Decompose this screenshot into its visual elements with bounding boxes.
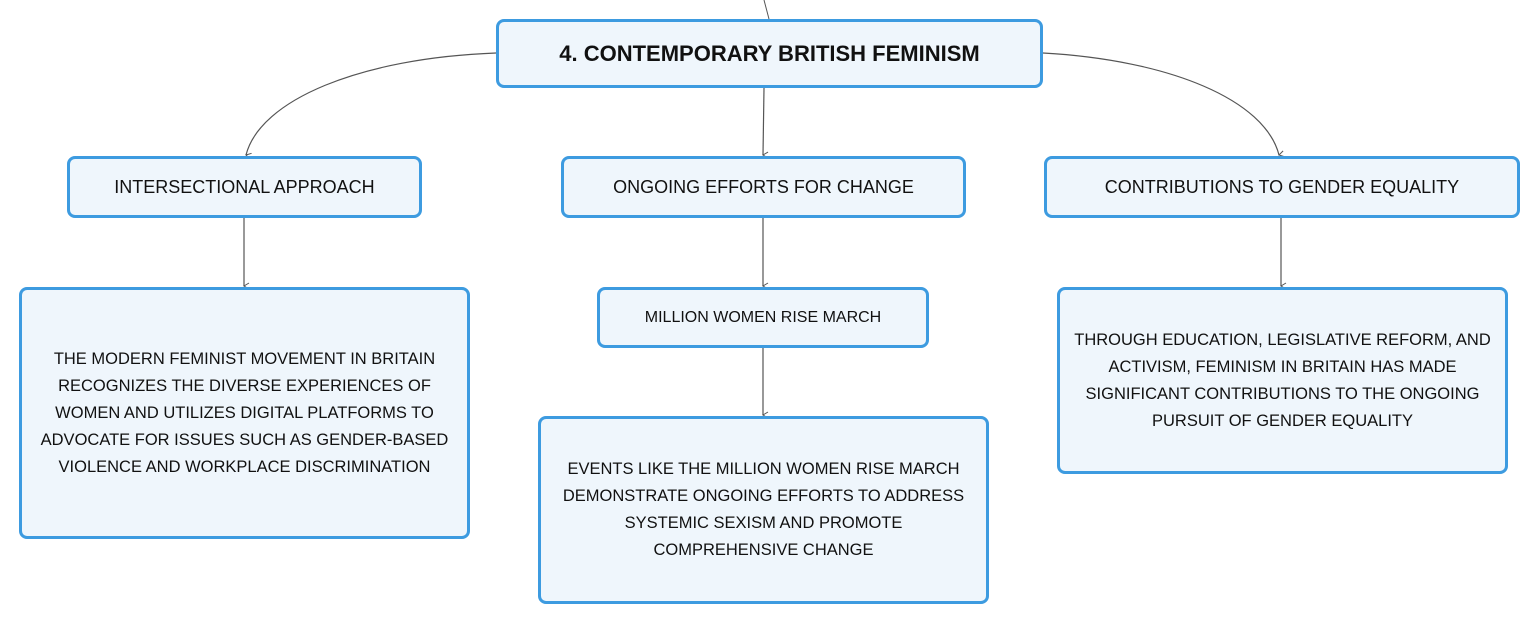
topic-node-contributions[interactable]: CONTRIBUTIONS TO GENDER EQUALITY bbox=[1044, 156, 1520, 218]
root-node[interactable]: 4. CONTEMPORARY BRITISH FEMINISM bbox=[496, 19, 1043, 88]
topic-label-contributions: CONTRIBUTIONS TO GENDER EQUALITY bbox=[1104, 176, 1460, 197]
connector-from-parent bbox=[763, 0, 770, 20]
connector-root-to-intersectional bbox=[245, 52, 497, 160]
topic-label-intersectional: INTERSECTIONAL APPROACH bbox=[114, 176, 375, 197]
subtopic-label-million-women-rise: MILLION WOMEN RISE MARCH bbox=[644, 308, 882, 326]
subtopic-node-million-women-rise[interactable]: MILLION WOMEN RISE MARCH bbox=[597, 287, 929, 348]
connector-root-to-contributions bbox=[1042, 52, 1285, 158]
detail-node-contributions[interactable]: THROUGH EDUCATION, LEGISLATIVE REFORM, A… bbox=[1057, 287, 1508, 474]
topic-node-ongoing[interactable]: ONGOING EFFORTS FOR CHANGE bbox=[561, 156, 966, 218]
detail-text-contributions: THROUGH EDUCATION, LEGISLATIVE REFORM, A… bbox=[1074, 330, 1491, 430]
topic-label-ongoing: ONGOING EFFORTS FOR CHANGE bbox=[613, 176, 914, 197]
topic-node-intersectional[interactable]: INTERSECTIONAL APPROACH bbox=[67, 156, 422, 218]
root-title: 4. CONTEMPORARY BRITISH FEMINISM bbox=[559, 40, 980, 66]
detail-node-ongoing[interactable]: EVENTS LIKE THE MILLION WOMEN RISE MARCH… bbox=[538, 416, 989, 604]
detail-node-intersectional[interactable]: THE MODERN FEMINIST MOVEMENT IN BRITAIN … bbox=[19, 287, 470, 539]
detail-text-ongoing: EVENTS LIKE THE MILLION WOMEN RISE MARCH… bbox=[562, 460, 965, 559]
connector-root-to-ongoing bbox=[762, 87, 769, 159]
detail-text-intersectional: THE MODERN FEMINIST MOVEMENT IN BRITAIN … bbox=[40, 349, 449, 476]
